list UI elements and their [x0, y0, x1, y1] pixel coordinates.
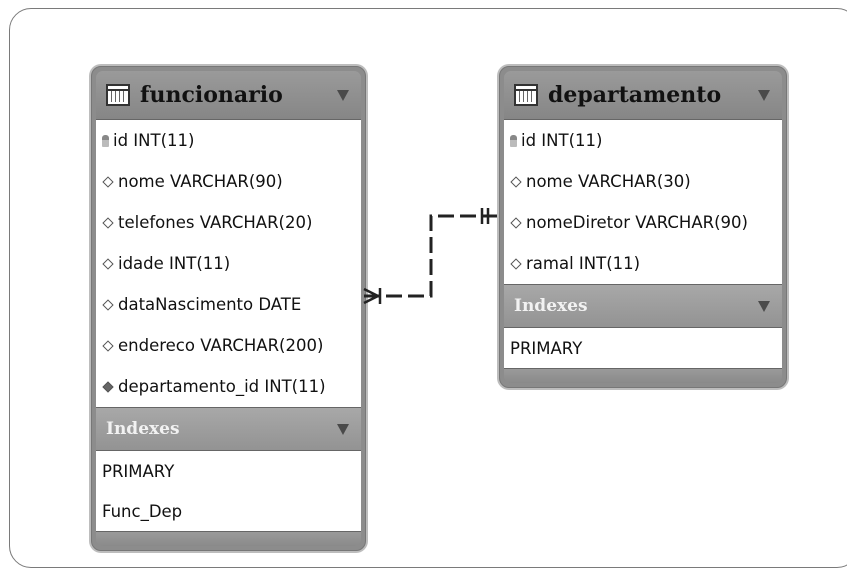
index-list: PRIMARY Func_Dep — [96, 450, 361, 531]
column-row[interactable]: endereco VARCHAR(200) — [96, 325, 361, 366]
collapse-arrow-icon[interactable] — [337, 424, 349, 435]
indexes-title: Indexes — [106, 419, 180, 439]
column-list: id INT(11) nome VARCHAR(30) nomeDiretor … — [504, 119, 782, 284]
table-header[interactable]: departamento — [504, 71, 782, 119]
column-label: idade INT(11) — [118, 254, 231, 273]
column-label: nome VARCHAR(90) — [118, 172, 283, 191]
table-funcionario[interactable]: funcionario id INT(11) nome VARCHAR(90) … — [91, 66, 366, 551]
indexes-header[interactable]: Indexes — [96, 407, 361, 450]
column-label: nome VARCHAR(30) — [526, 172, 691, 191]
column-label: ramal INT(11) — [526, 254, 641, 273]
collapse-arrow-icon[interactable] — [758, 90, 770, 101]
table-title: funcionario — [140, 82, 283, 108]
column-row[interactable]: ramal INT(11) — [504, 243, 782, 284]
table-footer — [504, 368, 782, 383]
column-row[interactable]: dataNascimento DATE — [96, 284, 361, 325]
column-row[interactable]: nome VARCHAR(90) — [96, 161, 361, 202]
relationship-line[interactable] — [364, 214, 497, 298]
column-label: telefones VARCHAR(20) — [118, 213, 313, 232]
index-row[interactable]: Func_Dep — [102, 501, 183, 521]
column-label: id INT(11) — [113, 131, 195, 150]
column-list: id INT(11) nome VARCHAR(90) telefones VA… — [96, 119, 361, 407]
column-row[interactable]: id INT(11) — [96, 120, 361, 161]
column-row[interactable]: telefones VARCHAR(20) — [96, 202, 361, 243]
table-footer — [96, 531, 361, 546]
column-row[interactable]: id INT(11) — [504, 120, 782, 161]
indexes-title: Indexes — [514, 296, 588, 316]
primary-key-icon — [510, 134, 517, 147]
collapse-arrow-icon[interactable] — [758, 301, 770, 312]
table-departamento[interactable]: departamento id INT(11) nome VARCHAR(30)… — [499, 66, 787, 388]
column-label: nomeDiretor VARCHAR(90) — [526, 213, 748, 232]
index-row[interactable]: PRIMARY — [102, 461, 175, 481]
one-and-only-one-icon — [480, 208, 490, 224]
table-icon — [514, 84, 538, 106]
column-row[interactable]: nomeDiretor VARCHAR(90) — [504, 202, 782, 243]
column-label: dataNascimento DATE — [118, 295, 302, 314]
column-row[interactable]: nome VARCHAR(30) — [504, 161, 782, 202]
table-header[interactable]: funcionario — [96, 71, 361, 119]
column-label: id INT(11) — [521, 131, 603, 150]
column-row[interactable]: departamento_id INT(11) — [96, 366, 361, 407]
indexes-header[interactable]: Indexes — [504, 284, 782, 327]
table-title: departamento — [548, 82, 722, 108]
column-label: endereco VARCHAR(200) — [118, 336, 324, 355]
column-label: departamento_id INT(11) — [118, 377, 326, 396]
table-icon — [106, 84, 130, 106]
collapse-arrow-icon[interactable] — [337, 90, 349, 101]
primary-key-icon — [102, 134, 109, 147]
column-row[interactable]: idade INT(11) — [96, 243, 361, 284]
index-list: PRIMARY — [504, 327, 782, 368]
index-row[interactable]: PRIMARY — [510, 338, 583, 358]
crows-foot-many-icon — [363, 287, 382, 305]
